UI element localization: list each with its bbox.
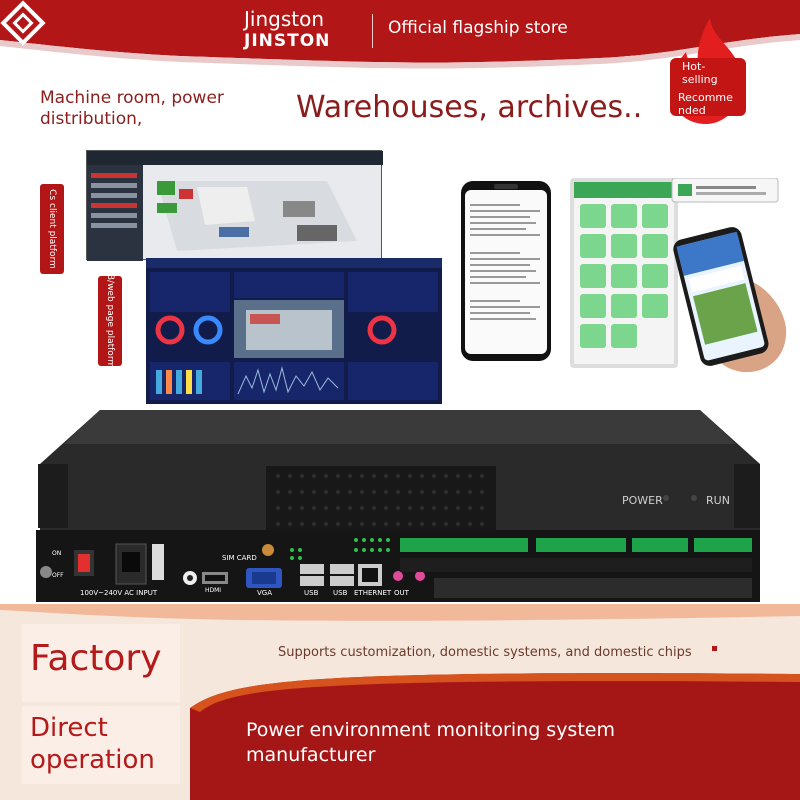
- web-platform-tag: B/web page platform: [98, 273, 122, 369]
- factory-label: Factory: [30, 638, 162, 679]
- hand-phone-image: [671, 177, 787, 373]
- label-out: OUT: [394, 589, 409, 597]
- phone-list-image: [461, 181, 551, 361]
- factory-box: [22, 624, 180, 702]
- header-banner: Jingston JINSTON Official flagship store: [0, 0, 800, 70]
- direct-box: [22, 706, 180, 784]
- label-usb-2: USB: [333, 589, 348, 597]
- label-ethernet: ETHERNET: [354, 589, 392, 597]
- cs-client-screenshot: [86, 150, 383, 261]
- caption-machine-room: Machine room, power distribution,: [40, 88, 224, 129]
- monitoring-host-device: [0, 400, 800, 610]
- badge-hot-selling: Hot- selling: [682, 60, 718, 86]
- label-off: OFF: [52, 572, 64, 579]
- label-hdmi: HDMI: [205, 587, 222, 594]
- label-on: ON: [52, 550, 62, 557]
- phone-grid-image: [570, 178, 678, 368]
- badge-line-1: Hot- selling: [682, 60, 718, 86]
- header-divider: [372, 14, 373, 48]
- phone-app-list: [460, 180, 552, 362]
- run-indicator-label: RUN: [706, 494, 730, 507]
- direct-operation-label: Direct operation: [30, 713, 155, 775]
- brand-logo-icon: [0, 0, 46, 46]
- web-platform-tag-label: B/web page platform: [105, 273, 115, 369]
- web-platform-image: [146, 258, 442, 404]
- flame-icon: [670, 18, 746, 124]
- web-platform-screenshot: [146, 258, 442, 404]
- label-vga: VGA: [257, 589, 273, 597]
- support-text: Supports customization, domestic systems…: [278, 645, 692, 660]
- badge-line-2: Recomme nded: [678, 91, 733, 117]
- brand-line-1: Jingston: [244, 7, 324, 31]
- cs-client-tag: Cs client platform: [40, 184, 64, 274]
- brand-line-2: JINSTON: [244, 31, 331, 51]
- cs-client-image: [87, 151, 383, 261]
- hot-badge: Hot- selling Recomme nded: [666, 16, 750, 128]
- cs-client-tag-label: Cs client platform: [47, 189, 57, 269]
- phone-app-grid: [570, 178, 678, 368]
- header-background: [0, 0, 800, 69]
- hand-holding-phone: [662, 177, 790, 376]
- caption-warehouses: Warehouses, archives..: [296, 90, 643, 125]
- label-usb-1: USB: [304, 589, 319, 597]
- badge-recommended: Recomme nded: [678, 91, 742, 117]
- store-label: Official flagship store: [388, 18, 568, 38]
- label-sim-card: SIM CARD: [222, 554, 257, 562]
- manufacturer-text: Power environment monitoring system manu…: [246, 719, 615, 766]
- accent-dot: [712, 646, 717, 651]
- power-indicator-label: POWER: [622, 494, 663, 507]
- device-chassis-image: [36, 410, 760, 602]
- label-ac-input: 100V~240V AC INPUT: [80, 589, 158, 597]
- brand-name: Jingston JINSTON: [244, 8, 330, 52]
